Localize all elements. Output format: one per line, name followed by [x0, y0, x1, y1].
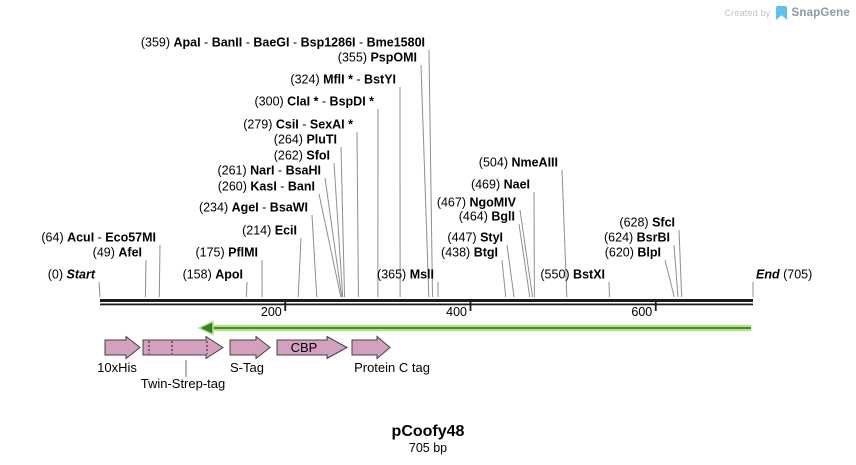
- feature-label-twin-strep-tag: Twin-Strep-tag: [141, 376, 226, 391]
- site-label-624: (624) BsrBI: [604, 231, 670, 245]
- site-label-705: End (705): [756, 268, 812, 282]
- site-label-359: (359) ApaI - BanII - BaeGI - Bsp1286I - …: [141, 36, 425, 50]
- plasmid-title: pCoofy48: [391, 423, 465, 440]
- site-label-64: (64) AcuI - Eco57MI: [41, 231, 156, 245]
- site-connector-447: [506, 244, 515, 298]
- site-connector-260: [318, 193, 342, 298]
- site-connector-49: [144, 259, 147, 298]
- feature-label-cbp: CBP: [291, 340, 318, 355]
- site-label-438: (438) BtgI: [441, 246, 498, 260]
- site-connector-64: [158, 244, 161, 298]
- snapgene-logo-icon: [775, 6, 787, 20]
- site-connector-467: [519, 209, 534, 298]
- snapgene-credit: Created by SnapGene: [724, 5, 850, 21]
- site-connector-262: [333, 162, 344, 298]
- map-backbone-line-bottom: [100, 303, 753, 306]
- credit-created-by-label: Created by: [724, 8, 771, 18]
- site-connector-438: [501, 259, 507, 298]
- site-connector-0: [98, 281, 101, 298]
- site-label-49: (49) AfeI: [93, 246, 142, 260]
- site-connector-620: [664, 259, 675, 298]
- title-block: pCoofy48 705 bp: [0, 423, 856, 457]
- site-label-504: (504) NmeAIII: [479, 156, 558, 170]
- credit-brand-label: SnapGene: [791, 7, 850, 19]
- site-label-467: (467) NgoMIV: [437, 196, 517, 210]
- site-label-261: (261) NarI - BsaHI: [217, 164, 321, 178]
- feature-arrow-twin-strep-tag: [142, 335, 224, 360]
- site-label-447: (447) StyI: [447, 231, 503, 245]
- ruler-label-600: 600: [631, 305, 652, 319]
- site-connector-158: [245, 281, 248, 298]
- site-label-365: (365) MslI: [377, 268, 434, 282]
- orf-arrowhead-icon: [197, 320, 214, 336]
- site-label-628: (628) SfcI: [619, 216, 675, 230]
- site-connector-504: [561, 169, 568, 298]
- site-label-550: (550) BstXI: [540, 268, 605, 282]
- site-connector-624: [673, 244, 679, 298]
- site-label-620: (620) BlpI: [605, 246, 661, 260]
- site-label-175: (175) PflMI: [195, 246, 258, 260]
- map-backbone-line-top: [100, 299, 753, 302]
- site-label-0: (0) Start: [48, 268, 96, 282]
- site-connector-355: [420, 64, 430, 298]
- site-label-262: (262) SfoI: [274, 149, 330, 163]
- feature-label-10xhis: 10xHis: [97, 360, 137, 375]
- site-label-464: (464) BglI: [459, 210, 515, 224]
- site-label-355: (355) PspOMI: [338, 51, 417, 65]
- site-label-300: (300) ClaI * - BspDI *: [255, 95, 375, 109]
- feature-label-protein-c-tag: Protein C tag: [354, 360, 430, 375]
- site-label-279: (279) CsiI - SexAI *: [243, 118, 353, 132]
- site-label-469: (469) NaeI: [471, 178, 530, 192]
- site-connector-464: [518, 223, 531, 298]
- ruler-label-200: 200: [261, 305, 282, 319]
- site-connector-261: [324, 177, 343, 298]
- feature-arrow-protein-c-tag: [351, 335, 391, 360]
- feature-label-s-tag: S-Tag: [230, 360, 264, 375]
- site-label-214: (214) EciI: [242, 224, 297, 238]
- ruler-label-400: 400: [446, 305, 467, 319]
- site-connector-359: [428, 49, 434, 298]
- site-label-260: (260) KasI - BanI: [218, 180, 315, 194]
- site-label-234: (234) AgeI - BsaWI: [199, 201, 308, 215]
- site-label-324: (324) MflI * - BstYI: [290, 73, 396, 87]
- site-label-158: (158) ApoI: [183, 268, 243, 282]
- site-connector-214: [297, 237, 302, 298]
- site-connector-628: [678, 229, 683, 298]
- plasmid-length: 705 bp: [408, 441, 448, 456]
- feature-arrow-10xhis: [104, 335, 141, 360]
- site-connector-264: [340, 146, 346, 298]
- feature-arrow-cbp: [276, 335, 349, 360]
- feature-arrow-s-tag: [229, 335, 271, 360]
- site-connector-234: [311, 214, 318, 298]
- site-connector-279: [356, 131, 359, 298]
- site-label-264: (264) PluTI: [274, 133, 337, 147]
